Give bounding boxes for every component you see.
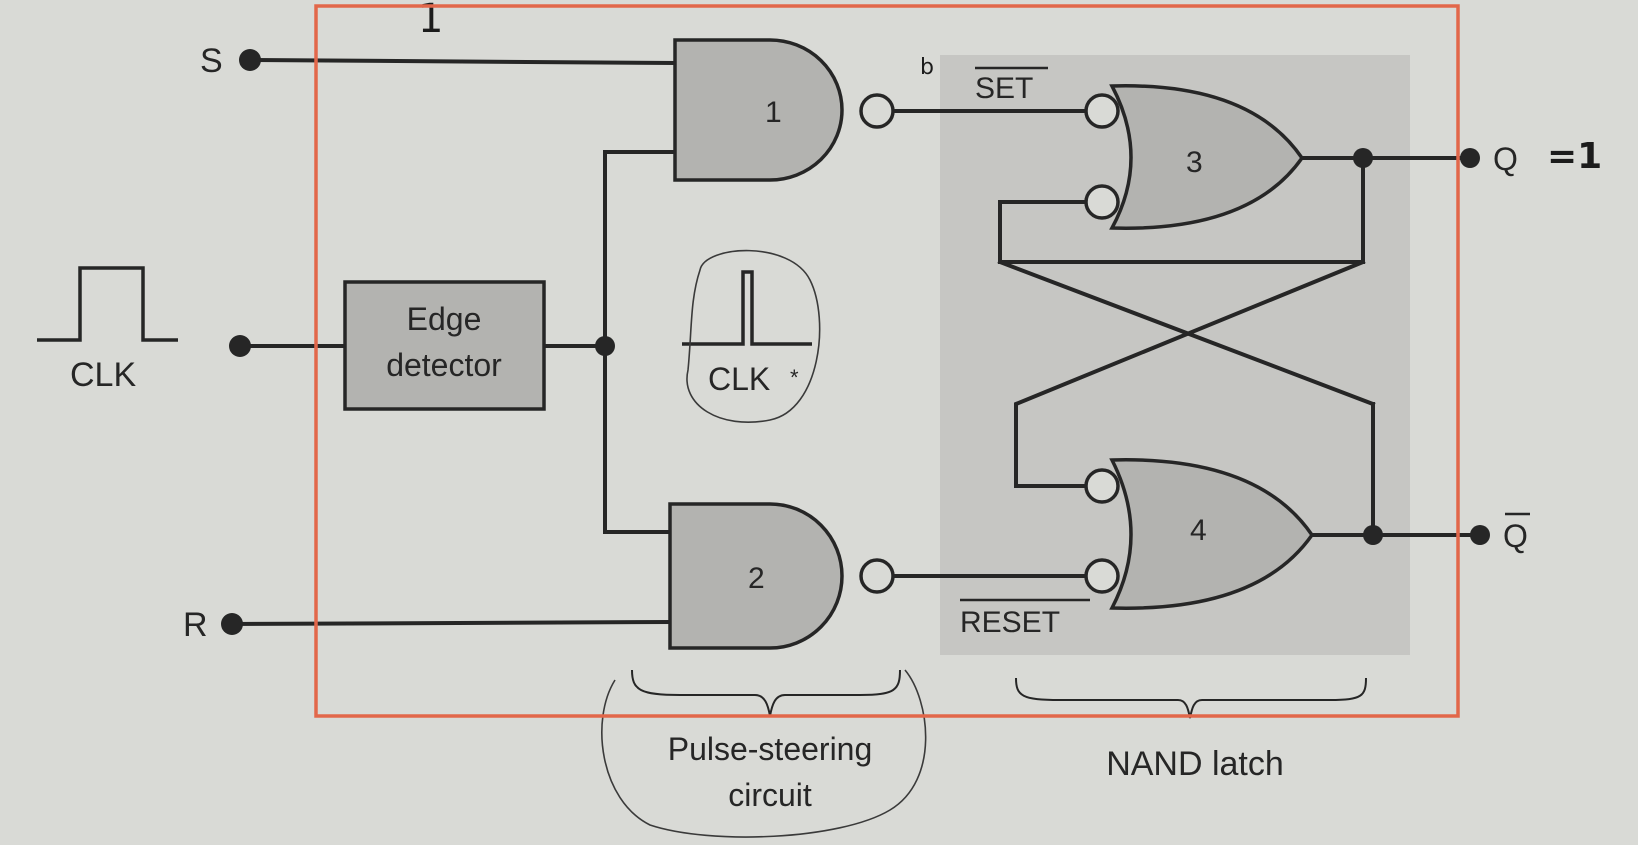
small-handwritten-mark: b bbox=[920, 55, 934, 80]
terminal-r bbox=[221, 613, 243, 635]
nand-gate-2 bbox=[668, 502, 844, 650]
clk-star-handdrawn-circle bbox=[686, 249, 821, 423]
clk-star-label: CLK bbox=[708, 361, 770, 397]
junction-clk-star bbox=[595, 336, 615, 356]
clk-star-asterisk: * bbox=[790, 365, 799, 390]
clk-waveform-icon bbox=[37, 266, 178, 342]
set-bar-label: SET bbox=[975, 72, 1033, 105]
wire-r bbox=[229, 619, 673, 627]
wire-s bbox=[247, 57, 678, 66]
edge-detector-label-line2: detector bbox=[386, 347, 502, 383]
clk-label: CLK bbox=[70, 356, 136, 394]
wire-cross-2 bbox=[1014, 259, 1366, 488]
nand-latch-brace bbox=[1015, 677, 1367, 719]
nand-gate-3 bbox=[1109, 84, 1305, 230]
q-label: Q bbox=[1493, 141, 1518, 177]
junction-q bbox=[1353, 148, 1373, 168]
highlight-box bbox=[314, 4, 1460, 718]
gate-1-inversion-bubble bbox=[859, 93, 895, 129]
terminal-q-bar bbox=[1470, 525, 1490, 545]
edge-detector-label-line1: Edge bbox=[407, 301, 482, 337]
q-value-annotation: =1 bbox=[1547, 136, 1602, 177]
clk-star-pulse-icon bbox=[682, 270, 812, 346]
q-bar-label: Q bbox=[1503, 518, 1528, 554]
gate-4-input-bubble-top bbox=[1084, 468, 1120, 504]
pulse-steering-label-line1: Pulse-steering bbox=[668, 731, 873, 767]
junction-q-bar bbox=[1363, 525, 1383, 545]
gate-3-input-bubble-bottom bbox=[1084, 184, 1120, 220]
gate-1-number: 1 bbox=[765, 96, 782, 129]
gate-3-input-bubble-top bbox=[1084, 93, 1120, 129]
terminals bbox=[221, 49, 1490, 635]
nand-gate-1 bbox=[673, 38, 844, 182]
wires bbox=[229, 57, 1482, 627]
gate-2-number: 2 bbox=[748, 562, 765, 595]
gate-2-inversion-bubble bbox=[859, 558, 895, 594]
nand-gate-4 bbox=[1109, 458, 1315, 610]
r-label: R bbox=[183, 606, 208, 644]
terminal-clk bbox=[229, 335, 251, 357]
edge-detector-block bbox=[343, 280, 546, 411]
nand-latch-label: NAND latch bbox=[1106, 745, 1284, 783]
terminal-q bbox=[1460, 148, 1480, 168]
gate-4-input-bubble-bottom bbox=[1084, 558, 1120, 594]
gate-4-number: 4 bbox=[1190, 514, 1207, 547]
terminal-s bbox=[239, 49, 261, 71]
reset-bar-label: RESET bbox=[960, 606, 1060, 639]
pulse-steering-label-line2: circuit bbox=[728, 777, 812, 813]
pulse-steering-handdrawn-circle bbox=[601, 669, 927, 838]
gate-3-number: 3 bbox=[1186, 146, 1203, 179]
s-label: S bbox=[200, 42, 223, 80]
